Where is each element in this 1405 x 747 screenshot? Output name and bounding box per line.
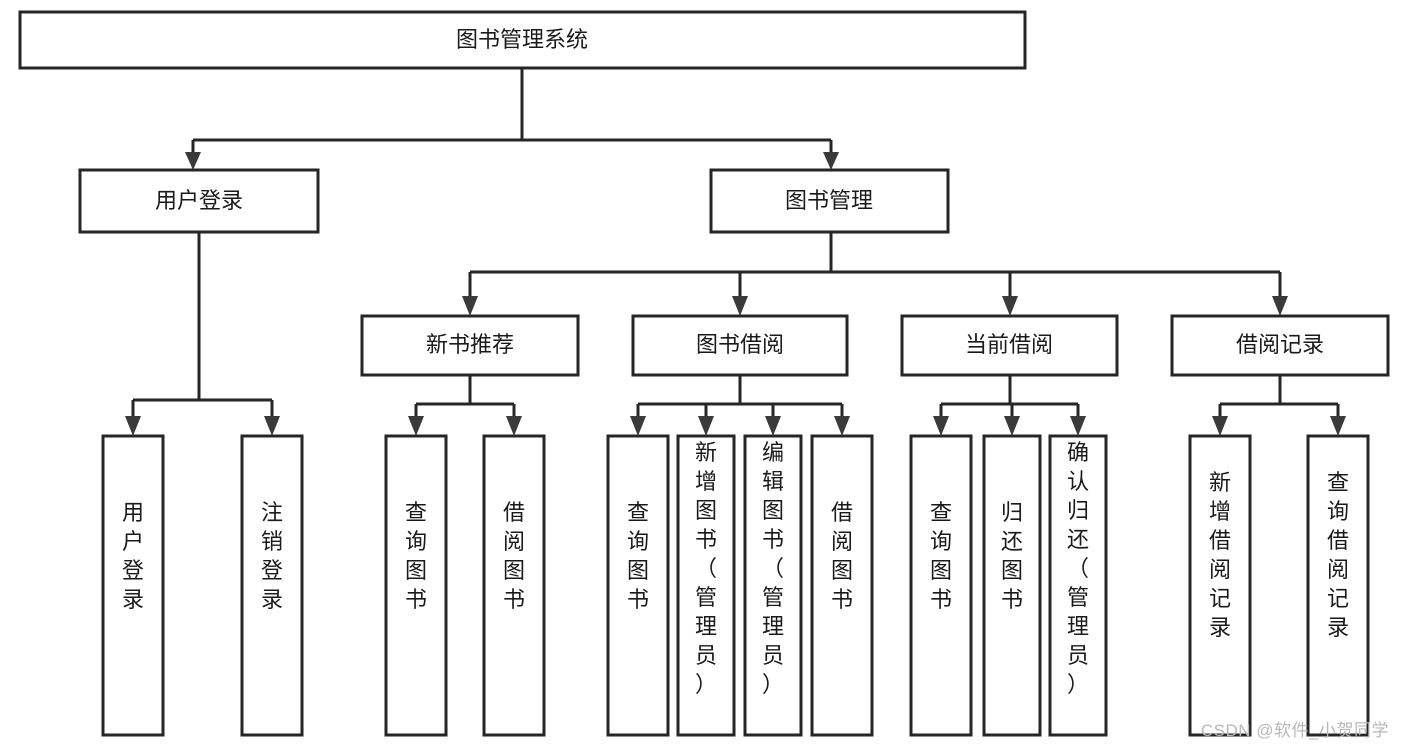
arrowhead-leaf-add-record xyxy=(1212,416,1228,436)
node-leaf-query-record-box[interactable] xyxy=(1306,434,1370,737)
node-user-login-label: 用户登录 xyxy=(155,188,243,213)
node-new-book-rec[interactable]: 新书推荐 xyxy=(360,314,580,377)
node-borrow-record-label: 借阅记录 xyxy=(1236,332,1324,357)
node-leaf-add-record-box[interactable] xyxy=(1188,434,1252,737)
node-leaf-add-record-label: 新增借阅记录 xyxy=(1209,470,1231,640)
node-leaf-query-book-3[interactable]: 查询图书 xyxy=(909,434,973,737)
node-leaf-edit-book-admin-label: 编辑图书（管理员） xyxy=(762,440,784,697)
node-leaf-edit-book-admin-box[interactable] xyxy=(743,434,803,737)
node-leaf-add-record[interactable]: 新增借阅记录 xyxy=(1188,434,1252,737)
node-leaf-query-book-2-label: 查询图书 xyxy=(627,500,649,612)
arrowhead-new-book-rec xyxy=(462,296,478,316)
node-leaf-confirm-return-admin-label: 确认归还（管理员） xyxy=(1067,440,1089,697)
node-book-manage-box[interactable] xyxy=(709,168,950,234)
arrowhead-book-borrow xyxy=(732,296,748,316)
node-leaf-add-book-admin[interactable]: 新增图书（管理员） xyxy=(676,434,736,737)
node-book-borrow-label: 图书借阅 xyxy=(696,332,784,357)
node-borrow-record[interactable]: 借阅记录 xyxy=(1170,314,1390,377)
node-leaf-query-book-3-box[interactable] xyxy=(909,434,973,737)
node-root-label: 图书管理系统 xyxy=(456,27,588,52)
node-leaf-return-book-box[interactable] xyxy=(982,434,1042,737)
arrowhead-book-manage xyxy=(823,152,839,170)
arrowhead-leaf-confirm-return xyxy=(1070,416,1086,436)
node-leaf-borrow-book-1-box[interactable] xyxy=(482,434,546,737)
node-leaf-edit-book-admin[interactable]: 编辑图书（管理员） xyxy=(743,434,803,737)
node-leaf-query-book-3-label: 查询图书 xyxy=(930,500,952,612)
node-leaf-logout[interactable]: 注销登录 xyxy=(240,434,304,737)
arrowhead-leaf-add-book xyxy=(698,416,714,436)
node-book-manage-label: 图书管理 xyxy=(785,188,873,213)
arrowhead-borrow-record xyxy=(1272,296,1288,316)
edges-book-borrow-to-leaves xyxy=(630,375,850,436)
arrowhead-leaf-query-book-1 xyxy=(408,416,424,436)
arrowhead-leaf-query-record xyxy=(1330,416,1346,436)
arrowhead-leaf-query-book-2 xyxy=(630,416,646,436)
arrowhead-leaf-edit-book xyxy=(765,416,781,436)
node-leaf-confirm-return-admin[interactable]: 确认归还（管理员） xyxy=(1048,434,1108,737)
node-leaf-borrow-book-2[interactable]: 借阅图书 xyxy=(810,434,874,737)
node-leaf-query-book-2-box[interactable] xyxy=(606,434,670,737)
node-leaf-logout-label: 注销登录 xyxy=(261,500,283,612)
arrowhead-leaf-query-book-3 xyxy=(933,416,949,436)
node-new-book-rec-label: 新书推荐 xyxy=(426,332,514,357)
node-root[interactable]: 图书管理系统 xyxy=(18,10,1027,70)
arrowhead-current-borrow xyxy=(1002,296,1018,316)
node-current-borrow[interactable]: 当前借阅 xyxy=(900,314,1119,377)
arrowhead-leaf-return-book xyxy=(1004,416,1020,436)
arrowhead-leaf-borrow-book-1 xyxy=(506,416,522,436)
arrowhead-leaf-user-login xyxy=(125,416,141,436)
node-leaf-query-record[interactable]: 查询借阅记录 xyxy=(1306,434,1370,737)
node-leaf-user-login-label: 用户登录 xyxy=(122,500,144,612)
node-leaf-borrow-book-2-label: 借阅图书 xyxy=(831,500,853,612)
node-leaf-return-book[interactable]: 归还图书 xyxy=(982,434,1042,737)
node-current-borrow-box[interactable] xyxy=(900,314,1119,377)
arrowhead-leaf-logout xyxy=(264,416,280,436)
node-leaf-query-book-1[interactable]: 查询图书 xyxy=(384,434,448,737)
node-leaf-query-book-1-label: 查询图书 xyxy=(405,500,427,612)
node-leaf-borrow-book-2-box[interactable] xyxy=(810,434,874,737)
node-book-borrow[interactable]: 图书借阅 xyxy=(631,314,849,377)
node-new-book-rec-box[interactable] xyxy=(360,314,580,377)
arrowhead-leaf-borrow-book-2 xyxy=(834,416,850,436)
node-leaf-logout-box[interactable] xyxy=(240,434,304,737)
node-user-login-box[interactable] xyxy=(78,168,320,234)
edges-root-to-level1 xyxy=(185,68,839,170)
edges-book-manage-to-level2 xyxy=(462,232,1288,316)
edges-user-login-to-leaves xyxy=(125,232,280,436)
node-leaf-add-book-admin-label: 新增图书（管理员） xyxy=(695,440,717,697)
node-leaf-confirm-return-admin-box[interactable] xyxy=(1048,434,1108,737)
node-leaf-query-book-2[interactable]: 查询图书 xyxy=(606,434,670,737)
node-leaf-add-book-admin-box[interactable] xyxy=(676,434,736,737)
edges-borrow-record-to-leaves xyxy=(1212,375,1346,436)
node-current-borrow-label: 当前借阅 xyxy=(965,332,1053,357)
csdn-watermark: CSDN @软件_小贺同学 xyxy=(1200,721,1389,740)
arrowhead-user-login xyxy=(185,152,201,170)
edges-current-borrow-to-leaves xyxy=(933,375,1086,436)
node-leaf-borrow-book-1-label: 借阅图书 xyxy=(503,500,525,612)
node-book-manage[interactable]: 图书管理 xyxy=(709,168,950,234)
node-root-box[interactable] xyxy=(18,10,1027,70)
node-leaf-query-record-label: 查询借阅记录 xyxy=(1327,470,1349,640)
node-leaf-user-login-box[interactable] xyxy=(101,434,165,737)
edges-new-book-rec-to-leaves xyxy=(408,375,522,436)
node-leaf-user-login[interactable]: 用户登录 xyxy=(101,434,165,737)
node-leaf-return-book-label: 归还图书 xyxy=(1001,500,1023,612)
node-borrow-record-box[interactable] xyxy=(1170,314,1390,377)
node-leaf-query-book-1-box[interactable] xyxy=(384,434,448,737)
node-leaf-borrow-book-1[interactable]: 借阅图书 xyxy=(482,434,546,737)
node-user-login[interactable]: 用户登录 xyxy=(78,168,320,234)
node-book-borrow-box[interactable] xyxy=(631,314,849,377)
